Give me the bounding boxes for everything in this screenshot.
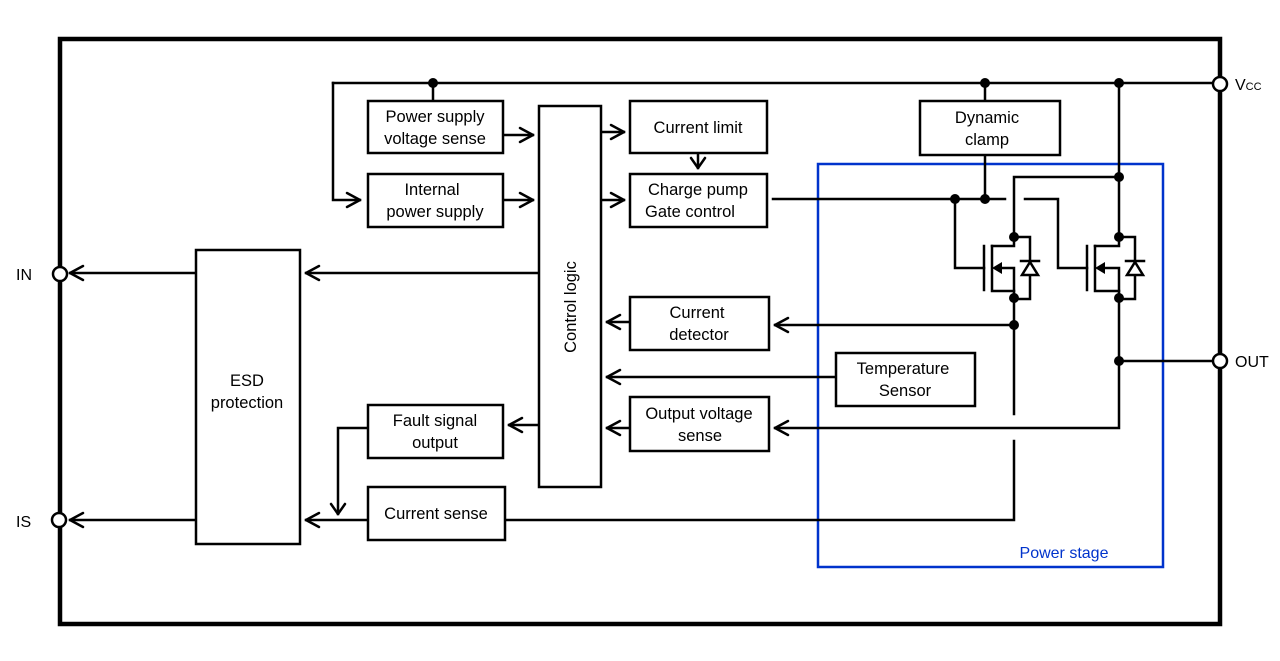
block-internal-power-supply: Internal power supply	[366, 172, 505, 229]
block-label: Dynamic	[955, 109, 1019, 127]
block-label: power supply	[386, 203, 484, 221]
block-label: ESD	[230, 372, 264, 390]
block-label: Current	[669, 304, 724, 322]
junction-dot	[980, 194, 990, 204]
wire-output-voltage-sense-tap	[773, 296, 1121, 430]
block-label: Current limit	[654, 119, 743, 137]
junction-dot	[1114, 172, 1124, 182]
block-label: Power supply	[385, 108, 485, 126]
arrow-left-icon	[68, 264, 85, 282]
block-label: Fault signal	[393, 412, 477, 430]
block-current-detector: Current detector	[628, 295, 771, 352]
terminal-circle-icon[interactable]	[1211, 352, 1229, 370]
wire-mosfet1-drain	[1012, 175, 1121, 239]
wire-gate-mosfet1	[953, 197, 986, 270]
pin-vcc[interactable]: VCC	[1211, 75, 1262, 94]
arrow-left-icon	[507, 416, 524, 434]
block-label: Charge pump	[648, 181, 748, 199]
junction-dot	[1114, 356, 1124, 366]
wires	[68, 81, 1218, 522]
pin-label-in: IN	[16, 267, 32, 284]
arrow-left-icon	[605, 419, 622, 437]
arrow-right-icon	[609, 123, 626, 141]
arrow-left-icon	[68, 511, 85, 529]
block-charge-pump-gate-control: Charge pump Gate control	[628, 172, 769, 229]
sense-mosfet-icon	[1085, 235, 1146, 301]
block-output-voltage-sense: Output voltage sense	[628, 395, 771, 453]
arrow-right-icon	[518, 191, 535, 209]
block-label: clamp	[965, 131, 1009, 149]
junction-dot	[1114, 78, 1124, 88]
junction-dot	[1114, 293, 1124, 303]
block-power-supply-voltage-sense: Power supply voltage sense	[366, 99, 505, 155]
block-control-logic: Control logic	[537, 104, 603, 489]
power-stage-label: Power stage	[1020, 545, 1109, 562]
block-fault-signal-output: Fault signal output	[366, 403, 505, 460]
pin-is[interactable]: IS	[16, 511, 68, 531]
block-label: detector	[669, 326, 729, 344]
junction-dot	[1009, 320, 1019, 330]
pin-label-vcc: VCC	[1235, 77, 1262, 94]
junction-dot	[428, 78, 438, 88]
block-label: Sensor	[879, 382, 932, 400]
block-label: voltage sense	[384, 130, 486, 148]
arrow-left-icon	[605, 313, 622, 331]
junction-dot	[1009, 232, 1019, 242]
wire-fault-to-is	[336, 426, 370, 516]
arrow-right-icon	[345, 191, 362, 209]
block-esd-protection: ESD protection	[194, 248, 302, 546]
junction-dot	[980, 78, 990, 88]
wire-rail-to-internal-supply	[331, 81, 362, 202]
wire-current-sense-return	[503, 439, 1016, 522]
block-label: Gate control	[645, 203, 735, 221]
arrow-down-icon	[329, 502, 347, 516]
junctions	[428, 78, 1124, 366]
wire-gate-mosfet2	[1023, 197, 1089, 270]
junction-dot	[1009, 293, 1019, 303]
arrow-down-icon	[689, 156, 707, 170]
pin-label-is: IS	[16, 514, 31, 531]
junction-dot	[1114, 232, 1124, 242]
block-label: Internal	[404, 181, 459, 199]
junction-dot	[950, 194, 960, 204]
terminal-circle-icon[interactable]	[51, 265, 69, 283]
block-label: sense	[678, 427, 722, 445]
block-dynamic-clamp: Dynamic clamp	[918, 99, 1062, 157]
pin-label-out: OUT	[1235, 354, 1269, 371]
main-mosfet-icon	[982, 235, 1041, 301]
block-label: Current sense	[384, 505, 488, 523]
block-current-limit: Current limit	[628, 99, 769, 155]
arrow-left-icon	[605, 368, 622, 386]
block-current-sense: Current sense	[366, 485, 507, 542]
arrow-left-icon	[773, 419, 790, 437]
chip-outline	[57, 36, 1223, 627]
terminal-circle-icon[interactable]	[50, 511, 68, 529]
block-temperature-sensor: Temperature Sensor	[834, 351, 977, 408]
terminal-circle-icon[interactable]	[1211, 75, 1229, 93]
arrow-left-icon	[304, 511, 321, 529]
pin-out[interactable]: OUT	[1211, 352, 1269, 371]
block-label: Output voltage	[645, 405, 752, 423]
pin-in[interactable]: IN	[16, 265, 69, 284]
arrow-left-icon	[304, 264, 321, 282]
block-label: protection	[211, 394, 283, 412]
arrow-right-icon	[518, 126, 535, 144]
block-label: output	[412, 434, 458, 452]
power-stage-region	[816, 162, 1165, 569]
arrowheads	[68, 123, 790, 529]
arrow-right-icon	[609, 191, 626, 209]
arrow-left-icon	[773, 316, 790, 334]
block-label: Temperature	[857, 360, 950, 378]
block-label: Control logic	[562, 261, 580, 353]
